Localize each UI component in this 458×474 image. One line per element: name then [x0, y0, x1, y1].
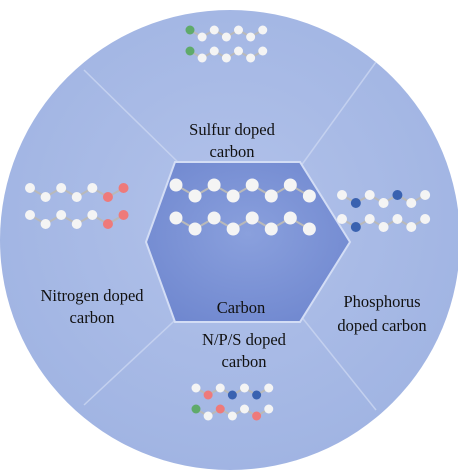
carbon-atom: [246, 32, 256, 42]
carbon-atom: [378, 198, 389, 208]
sulfur-atom: [185, 46, 195, 56]
quadrant-dividers: [83, 61, 377, 411]
carbon-atom: [239, 404, 249, 414]
phosphorus-label-line1: Phosphorus: [343, 292, 420, 311]
nitrogen-atom: [102, 192, 113, 202]
phosphorus-atom: [350, 222, 361, 232]
carbon-atom: [188, 222, 202, 236]
carbon-atom: [71, 219, 82, 229]
carbon-atom: [233, 25, 243, 35]
carbon-lattice: [169, 178, 316, 236]
carbon-atom: [364, 190, 375, 200]
carbon-atom: [221, 53, 231, 63]
carbon-atom: [264, 383, 274, 393]
carbon-atom: [197, 32, 207, 42]
nitrogen-atom: [252, 411, 262, 421]
sulfur-label-line2: carbon: [210, 142, 255, 161]
carbon-atom: [25, 183, 35, 193]
carbon-atom: [40, 219, 51, 229]
carbon-atom: [227, 411, 237, 421]
phosphorus-atom: [252, 390, 262, 400]
sulfur-label-line1: Sulfur doped: [189, 120, 275, 139]
nitrogen-atom: [203, 390, 213, 400]
phosphorus-atom: [392, 190, 403, 200]
carbon-atom: [258, 46, 268, 56]
carbon-atom: [40, 192, 51, 202]
carbon-atom: [191, 383, 201, 393]
carbon-atom: [245, 211, 259, 225]
carbon-label: Carbon: [217, 298, 266, 317]
carbon-atom: [207, 178, 221, 192]
phosphorus-doped-lattice: [337, 190, 431, 232]
carbon-atom: [302, 222, 316, 236]
carbon-atom: [392, 214, 403, 224]
carbon-atom: [364, 214, 375, 224]
carbon-atom: [337, 190, 347, 200]
phosphorus-atom: [350, 198, 361, 208]
carbon-atom: [239, 383, 249, 393]
carbon-atom: [87, 183, 98, 193]
carbon-atom: [209, 46, 219, 56]
carbon-atom: [246, 53, 256, 63]
carbon-atom: [264, 189, 278, 203]
carbon-atom: [264, 404, 274, 414]
carbon-atom: [25, 210, 35, 220]
carbon-atom: [207, 211, 221, 225]
carbon-atom: [258, 25, 268, 35]
carbon-atom: [56, 210, 67, 220]
carbon-atom: [283, 211, 297, 225]
phosphorus-atom: [227, 390, 237, 400]
nitrogen-doped-lattice: [25, 183, 129, 229]
carbon-atom: [233, 46, 243, 56]
carbon-atom: [203, 411, 213, 421]
nitrogen-label-line2: carbon: [70, 308, 115, 327]
nitrogen-atom: [215, 404, 225, 414]
nitrogen-atom: [118, 183, 129, 193]
carbon-atom: [302, 189, 316, 203]
carbon-atom: [197, 53, 207, 63]
carbon-atom: [420, 214, 431, 224]
carbon-atom: [169, 178, 183, 192]
carbon-atom: [406, 198, 417, 208]
nitrogen-atom: [102, 219, 113, 229]
carbon-atom: [406, 222, 417, 232]
carbon-atom: [378, 222, 389, 232]
carbon-atom: [56, 183, 67, 193]
carbon-atom: [226, 222, 240, 236]
carbon-atom: [245, 178, 259, 192]
sulfur-atom: [185, 25, 195, 35]
carbon-atom: [209, 25, 219, 35]
carbon-atom: [71, 192, 82, 202]
carbon-atom: [87, 210, 98, 220]
nps-label-line2: carbon: [222, 352, 267, 371]
carbon-atom: [420, 190, 431, 200]
sulfur-doped-lattice: [185, 25, 268, 63]
carbon-atom: [188, 189, 202, 203]
nitrogen-label-line1: Nitrogen doped: [40, 286, 144, 305]
nps-label-line1: N/P/S doped: [202, 330, 287, 349]
nitrogen-atom: [118, 210, 129, 220]
phosphorus-label-line2: doped carbon: [337, 316, 426, 335]
carbon-atom: [215, 383, 225, 393]
carbon-atom: [283, 178, 297, 192]
carbon-atom: [337, 214, 347, 224]
carbon-atom: [169, 211, 183, 225]
carbon-atom: [264, 222, 278, 236]
nps-doped-lattice: [191, 383, 274, 421]
carbon-atom: [226, 189, 240, 203]
carbon-atom: [221, 32, 231, 42]
sulfur-atom: [191, 404, 201, 414]
